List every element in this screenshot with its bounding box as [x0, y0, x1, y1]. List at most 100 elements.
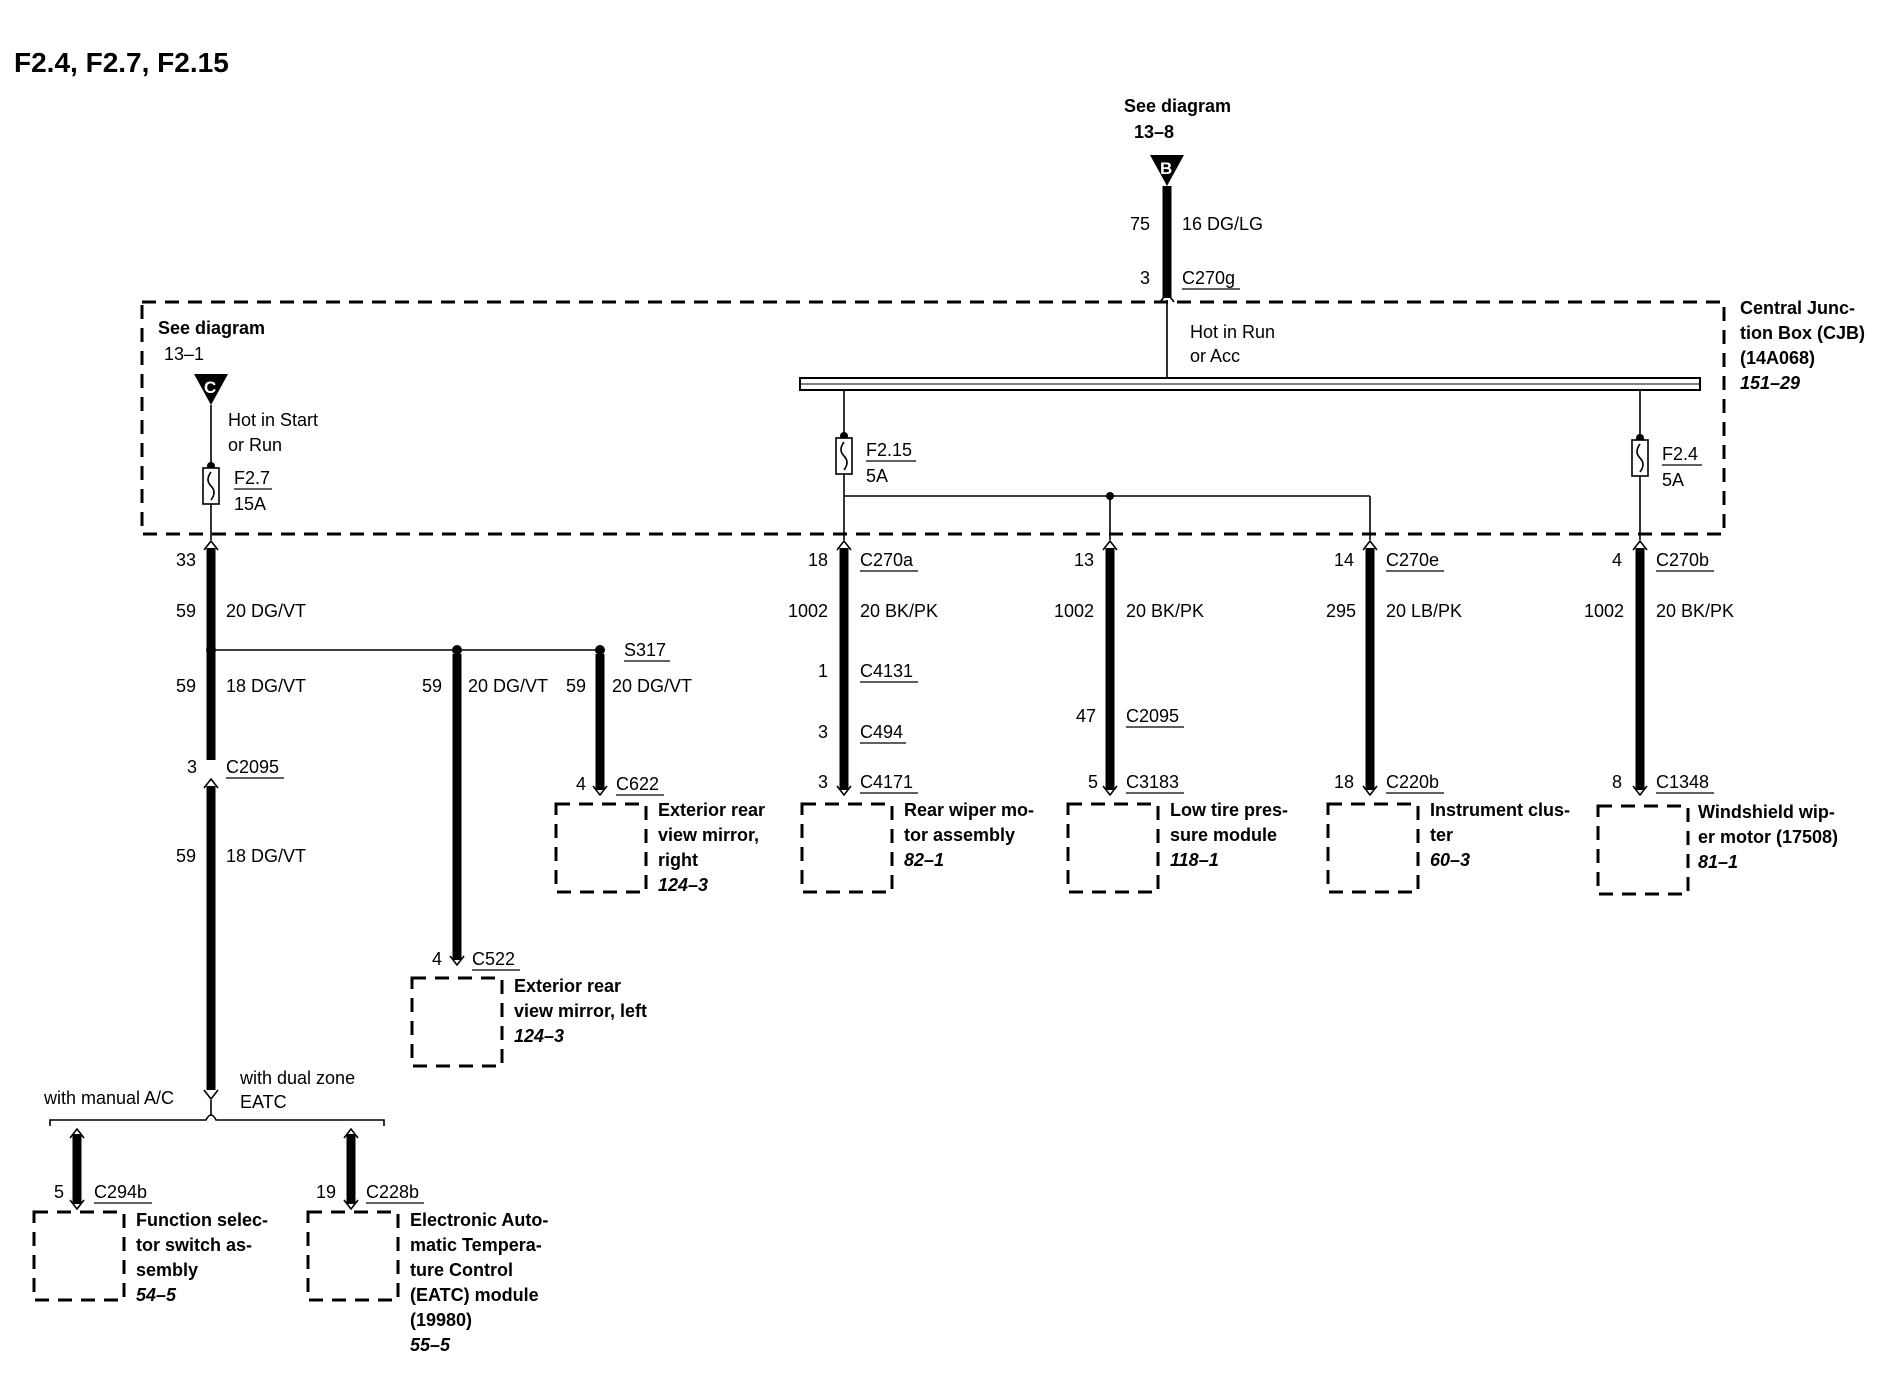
func-switch-conn: C294b [94, 1182, 147, 1202]
mirror-right-ref: 124–3 [658, 875, 708, 895]
cjb-label-2: tion Box (CJB) [1740, 323, 1865, 343]
ws-wiper-ref: 81–1 [1698, 852, 1738, 872]
tire-wire: 20 BK/PK [1126, 601, 1204, 621]
func-switch-label-2: tor switch as- [136, 1235, 252, 1255]
eatc-label-3: ture Control [410, 1260, 513, 1280]
f215-conn-c: C494 [860, 722, 903, 742]
mirror-left-conn: C522 [472, 949, 515, 969]
rear-wiper-label-2: tor assembly [904, 825, 1015, 845]
source-b-connector: C270g [1182, 268, 1235, 288]
source-c-note-2: or Run [228, 435, 282, 455]
cluster-label-1: Instrument clus- [1430, 800, 1570, 820]
eatc-label-2: matic Tempera- [410, 1235, 542, 1255]
bus-note-2: or Acc [1190, 346, 1240, 366]
f215-pin-d: 3 [818, 772, 828, 792]
f215-pin-b: 1 [818, 661, 828, 681]
source-c-connector-icon [194, 374, 228, 405]
eatc-label-4: (EATC) module [410, 1285, 539, 1305]
mirror-left-box [410, 976, 504, 1068]
cluster-circuit: 295 [1326, 601, 1356, 621]
fuse-f2-4-name: F2.4 [1662, 444, 1698, 464]
source-b-letter: B [1160, 159, 1172, 178]
f215-circuit: 1002 [788, 601, 828, 621]
cjb-ref: 151–29 [1740, 373, 1800, 393]
cluster-conn-a: C270e [1386, 550, 1439, 570]
instrument-cluster-box [1326, 802, 1420, 894]
source-c-note-1: Hot in Start [228, 410, 318, 430]
option-dual-zone-2: EATC [240, 1092, 287, 1112]
f215-pin-a: 18 [808, 550, 828, 570]
cluster-wire: 20 LB/PK [1386, 601, 1462, 621]
f24-pin-a: 4 [1612, 550, 1622, 570]
rear-wiper-ref: 82–1 [904, 850, 944, 870]
func-switch-pin: 5 [54, 1182, 64, 1202]
f24-circuit: 1002 [1584, 601, 1624, 621]
tire-pin-a: 13 [1074, 550, 1094, 570]
source-b-see-diagram: See diagram [1124, 96, 1231, 116]
ws-wiper-label-1: Windshield wip- [1698, 802, 1835, 822]
func-switch-label-1: Function selec- [136, 1210, 268, 1230]
diagram-title: F2.4, F2.7, F2.15 [14, 47, 229, 78]
cluster-conn-b: C220b [1386, 772, 1439, 792]
tire-conn-b: C2095 [1126, 706, 1179, 726]
eatc-pin: 19 [316, 1182, 336, 1202]
fuse-f2-15-rating: 5A [866, 466, 888, 486]
rear-wiper-box [800, 802, 894, 894]
central-junction-box [140, 300, 1726, 536]
option-manual-ac: with manual A/C [43, 1088, 174, 1108]
eatc-label-1: Electronic Auto- [410, 1210, 548, 1230]
source-b-circuit: 75 [1130, 214, 1150, 234]
mirror-right-circuit: 59 [566, 676, 586, 696]
rear-wiper-label-1: Rear wiper mo- [904, 800, 1034, 820]
eatc-label-5: (19980) [410, 1310, 472, 1330]
f24-conn-a: C270b [1656, 550, 1709, 570]
f27-circuit-a: 59 [176, 601, 196, 621]
eatc-module-box [306, 1210, 400, 1302]
f215-conn-d: C4171 [860, 772, 913, 792]
windshield-wiper-box [1596, 804, 1690, 896]
source-b-wire: 16 DG/LG [1182, 214, 1263, 234]
source-b-connector-icon [1150, 155, 1184, 186]
tire-label-2: sure module [1170, 825, 1277, 845]
source-c-see-diagram: See diagram [158, 318, 265, 338]
f215-wire: 20 BK/PK [860, 601, 938, 621]
f27-wire-a: 20 DG/VT [226, 601, 306, 621]
f27-wire-c: 18 DG/VT [226, 846, 306, 866]
f215-conn-b: C4131 [860, 661, 913, 681]
fuse-f2-15-name: F2.15 [866, 440, 912, 460]
eatc-conn: C228b [366, 1182, 419, 1202]
cluster-pin-b: 18 [1334, 772, 1354, 792]
f215-pin-c: 3 [818, 722, 828, 742]
tire-pin-c: 5 [1088, 772, 1098, 792]
splice-s317: S317 [624, 640, 666, 660]
cjb-label-1: Central Junc- [1740, 298, 1855, 318]
source-c-letter: C [204, 378, 216, 397]
mirror-left-label-2: view mirror, left [514, 1001, 647, 1021]
tire-pin-b: 47 [1076, 706, 1096, 726]
mirror-right-conn: C622 [616, 774, 659, 794]
tire-label-1: Low tire pres- [1170, 800, 1288, 820]
mirror-right-label-3: right [658, 850, 698, 870]
mirror-right-label-1: Exterior rear [658, 800, 765, 820]
source-b-pin: 3 [1140, 268, 1150, 288]
bus-note-1: Hot in Run [1190, 322, 1275, 342]
cjb-label-3: (14A068) [1740, 348, 1815, 368]
eatc-ref: 55–5 [410, 1335, 451, 1355]
tire-module-box [1066, 802, 1160, 894]
func-switch-ref: 54–5 [136, 1285, 177, 1305]
splice-point [206, 645, 216, 655]
f27-circuit-b: 59 [176, 676, 196, 696]
f27-conn-c2095: C2095 [226, 757, 279, 777]
f27-pin-c2095: 3 [187, 757, 197, 777]
tire-circuit: 1002 [1054, 601, 1094, 621]
tire-conn-c: C3183 [1126, 772, 1179, 792]
f215-conn-a: C270a [860, 550, 914, 570]
f27-pin-cjb: 33 [176, 550, 196, 570]
mirror-left-pin: 4 [432, 949, 442, 969]
f24-pin-b: 8 [1612, 772, 1622, 792]
fuse-f2-7-name: F2.7 [234, 468, 270, 488]
connector-c2095-icon [203, 777, 219, 789]
cluster-ref: 60–3 [1430, 850, 1470, 870]
source-c-diagram-ref: 13–1 [164, 344, 204, 364]
